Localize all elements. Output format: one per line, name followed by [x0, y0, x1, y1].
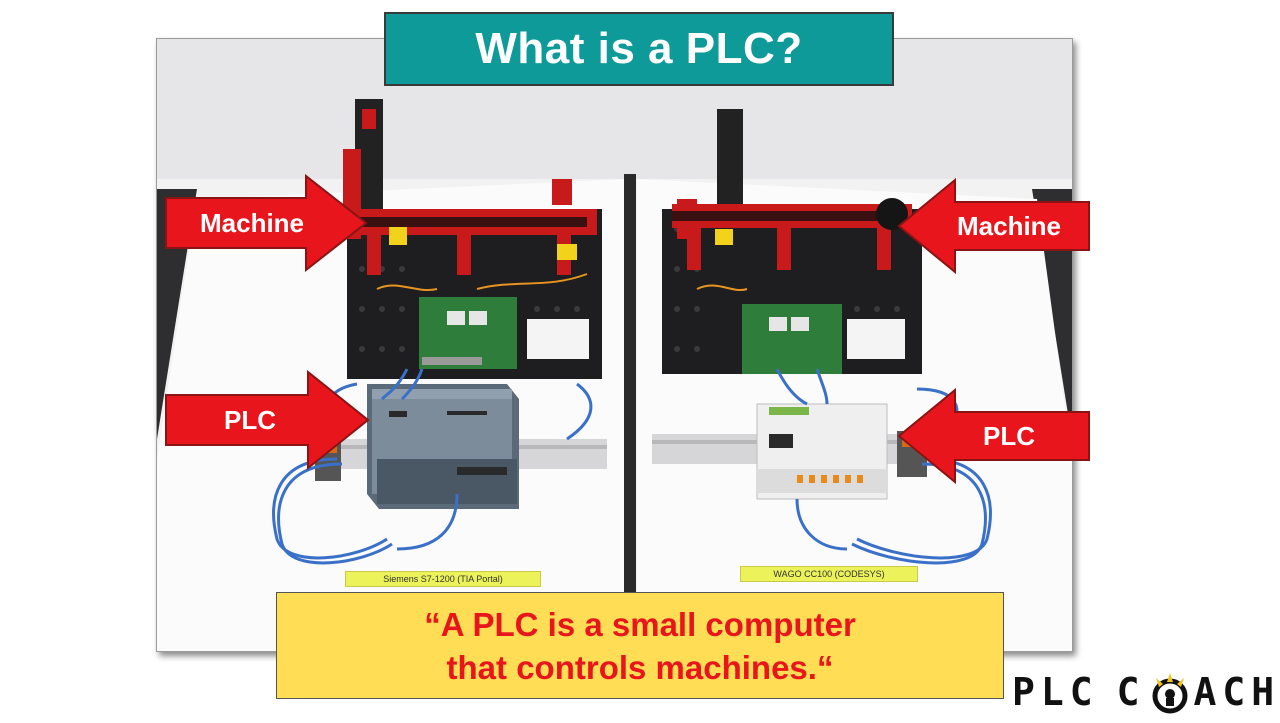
definition-quote: “A PLC is a small computer that controls…: [276, 592, 1004, 699]
arrow-right-icon: [165, 370, 370, 470]
plc-arrow-left-label: PLC: [224, 404, 276, 435]
brand-text-c: C: [1116, 670, 1146, 714]
plc-arrow-left: PLC: [164, 370, 370, 470]
arrow-right-icon: [165, 174, 368, 272]
machine-arrow-right-label: Machine: [956, 210, 1062, 241]
slide-title: What is a PLC?: [384, 12, 894, 86]
machine-arrow-left: Machine: [164, 174, 368, 272]
brand-logo: PLC C ACH: [1012, 664, 1280, 720]
arrow-left-icon: [897, 388, 1090, 484]
brand-text-plc: PLC: [1012, 670, 1099, 714]
plc-arrow-right: PLC: [897, 388, 1091, 484]
brand-text-coach: C ACH: [1117, 670, 1280, 714]
photo-label-left: Siemens S7-1200 (TIA Portal): [345, 571, 541, 587]
machine-arrow-left-label: Machine: [199, 207, 305, 238]
quote-line-2: that controls machines.“: [446, 648, 834, 686]
photo-label-right: WAGO CC100 (CODESYS): [740, 566, 918, 582]
plc-arrow-right-label: PLC: [983, 420, 1035, 451]
photo-illustration: [157, 39, 1072, 651]
brand-text-ach: ACH: [1193, 670, 1280, 714]
lightbulb-o-icon: [1150, 670, 1190, 714]
training-setup-photo: Siemens S7-1200 (TIA Portal) WAGO CC100 …: [156, 38, 1073, 652]
quote-line-1: “A PLC is a small computer: [424, 605, 856, 643]
machine-arrow-right: Machine: [897, 178, 1091, 274]
arrow-left-icon: [897, 178, 1090, 274]
slide-title-text: What is a PLC?: [475, 24, 803, 73]
